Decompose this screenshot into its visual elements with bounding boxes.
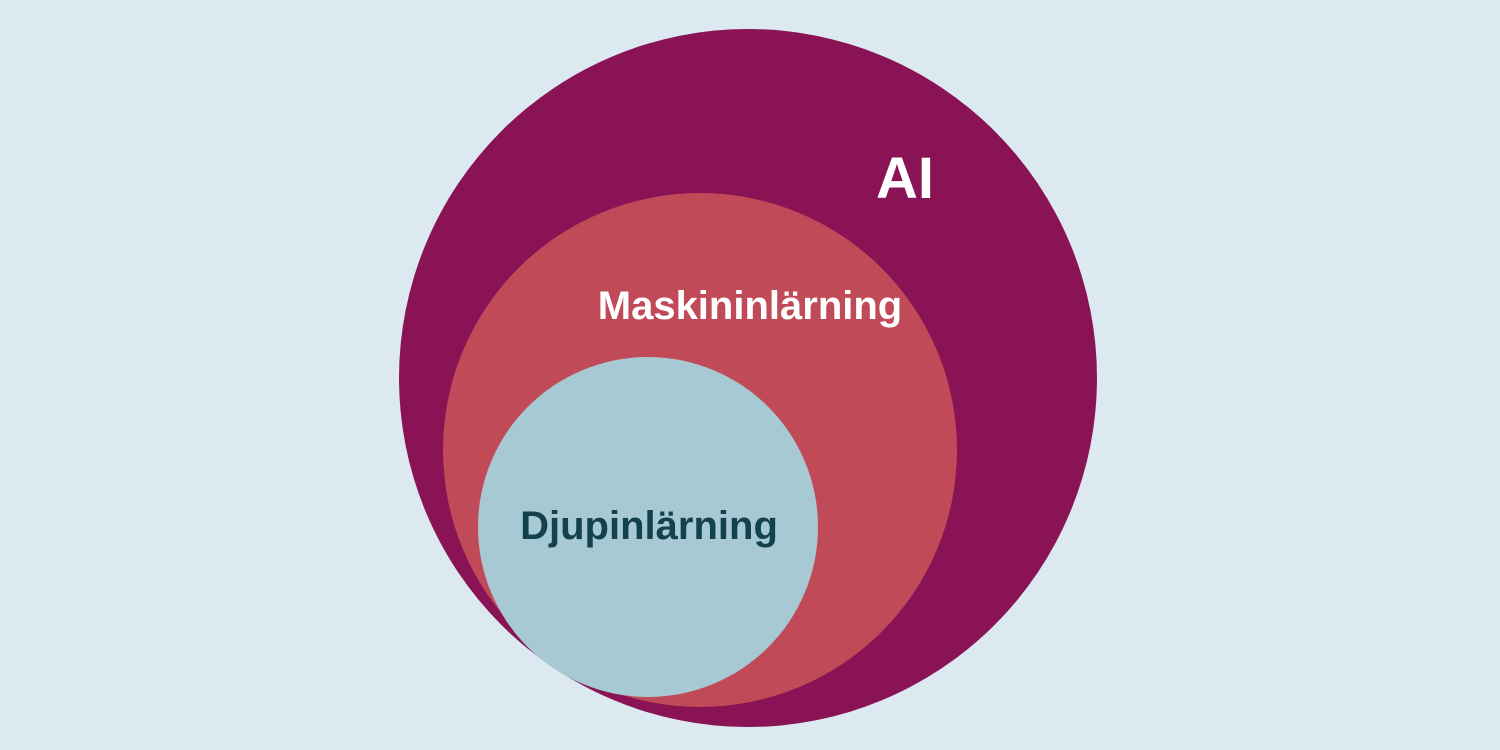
machine-learning-label: Maskininlärning	[597, 284, 903, 328]
ai-label: AI	[876, 146, 934, 211]
deep-learning-label: Djupinlärning	[520, 504, 778, 548]
deep-learning-circle	[478, 357, 818, 697]
